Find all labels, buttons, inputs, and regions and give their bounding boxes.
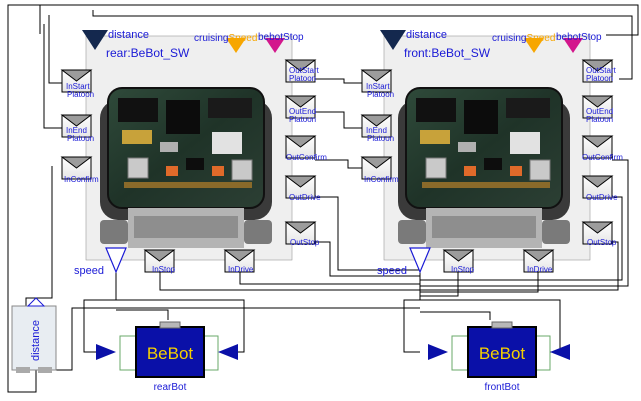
sensor-port-left	[16, 367, 30, 373]
front-cruising-speed-port-icon[interactable]	[524, 38, 544, 53]
front-bebot-photo	[397, 87, 571, 249]
rear-cruising-speed-label: cruisingSpeed	[194, 33, 257, 44]
front-bebot-stop-label: bebotStop	[556, 32, 602, 43]
rear-out-confirm-label: OutConfirm	[286, 153, 327, 162]
rear-robot-top-port[interactable]	[159, 321, 181, 329]
front-cruising-speed-label: cruisingSpeed	[492, 33, 555, 44]
front-in-confirm-label: InConfirm	[364, 175, 399, 184]
front-out-stop-label: OutStop	[587, 238, 617, 247]
front-out-confirm-label: OutConfirm	[582, 153, 623, 162]
distance-sensor-input-icon[interactable]	[26, 297, 46, 307]
front-out-drive-label: OutDrive	[586, 193, 618, 202]
rear-in-confirm-label: InConfirm	[64, 175, 99, 184]
rear-in-drive-label: InDrive	[228, 265, 254, 274]
rear-robot-block-label: BeBot	[147, 344, 194, 363]
rear-robot-caption: rearBot	[154, 382, 187, 393]
front-in-drive-label: InDrive	[527, 265, 553, 274]
front-robot-top-port[interactable]	[491, 321, 513, 329]
rear-cruising-speed-port-icon[interactable]	[226, 38, 246, 53]
front-robot-block[interactable]: BeBot frontBot	[428, 321, 570, 393]
rear-bebot-sw-component[interactable]: distance rear:BeBot_SW cruisingSpeed beb…	[61, 29, 327, 277]
distance-sensor-label: distance	[30, 320, 42, 361]
distance-sensor-block[interactable]: distance	[11, 297, 57, 373]
rear-speed-label: speed	[74, 265, 104, 277]
rear-out-drive-label: OutDrive	[289, 193, 321, 202]
front-component-name: front:BeBot_SW	[404, 46, 491, 60]
rear-robot-left-input-icon[interactable]	[96, 344, 116, 360]
rear-bebot-stop-port-icon[interactable]	[265, 38, 285, 53]
front-robot-caption: frontBot	[484, 382, 519, 393]
rear-bebot-photo	[99, 87, 273, 249]
rear-speed-port-icon[interactable]	[105, 247, 127, 274]
front-bebot-sw-component[interactable]: distance front:BeBot_SW cruisingSpeed be…	[361, 29, 623, 277]
front-distance-label: distance	[406, 29, 447, 41]
rear-out-stop-label: OutStop	[290, 238, 320, 247]
rear-bebot-stop-label: bebotStop	[258, 32, 304, 43]
front-speed-label: speed	[377, 265, 407, 277]
rear-in-stop-label: InStop	[152, 265, 176, 274]
front-distance-port-icon[interactable]	[380, 30, 406, 50]
rear-component-name: rear:BeBot_SW	[106, 46, 190, 60]
rear-distance-port-icon[interactable]	[82, 30, 108, 50]
sensor-port-right	[38, 367, 52, 373]
front-in-stop-label: InStop	[451, 265, 475, 274]
front-robot-left-input-icon[interactable]	[428, 344, 448, 360]
front-speed-port-icon[interactable]	[409, 247, 431, 274]
front-robot-block-label: BeBot	[479, 344, 526, 363]
rear-distance-label: distance	[108, 29, 149, 41]
rear-robot-right-input-icon[interactable]	[218, 344, 238, 360]
front-robot-right-input-icon[interactable]	[550, 344, 570, 360]
rear-robot-block[interactable]: BeBot rearBot	[96, 321, 238, 393]
front-bebot-stop-port-icon[interactable]	[563, 38, 583, 53]
